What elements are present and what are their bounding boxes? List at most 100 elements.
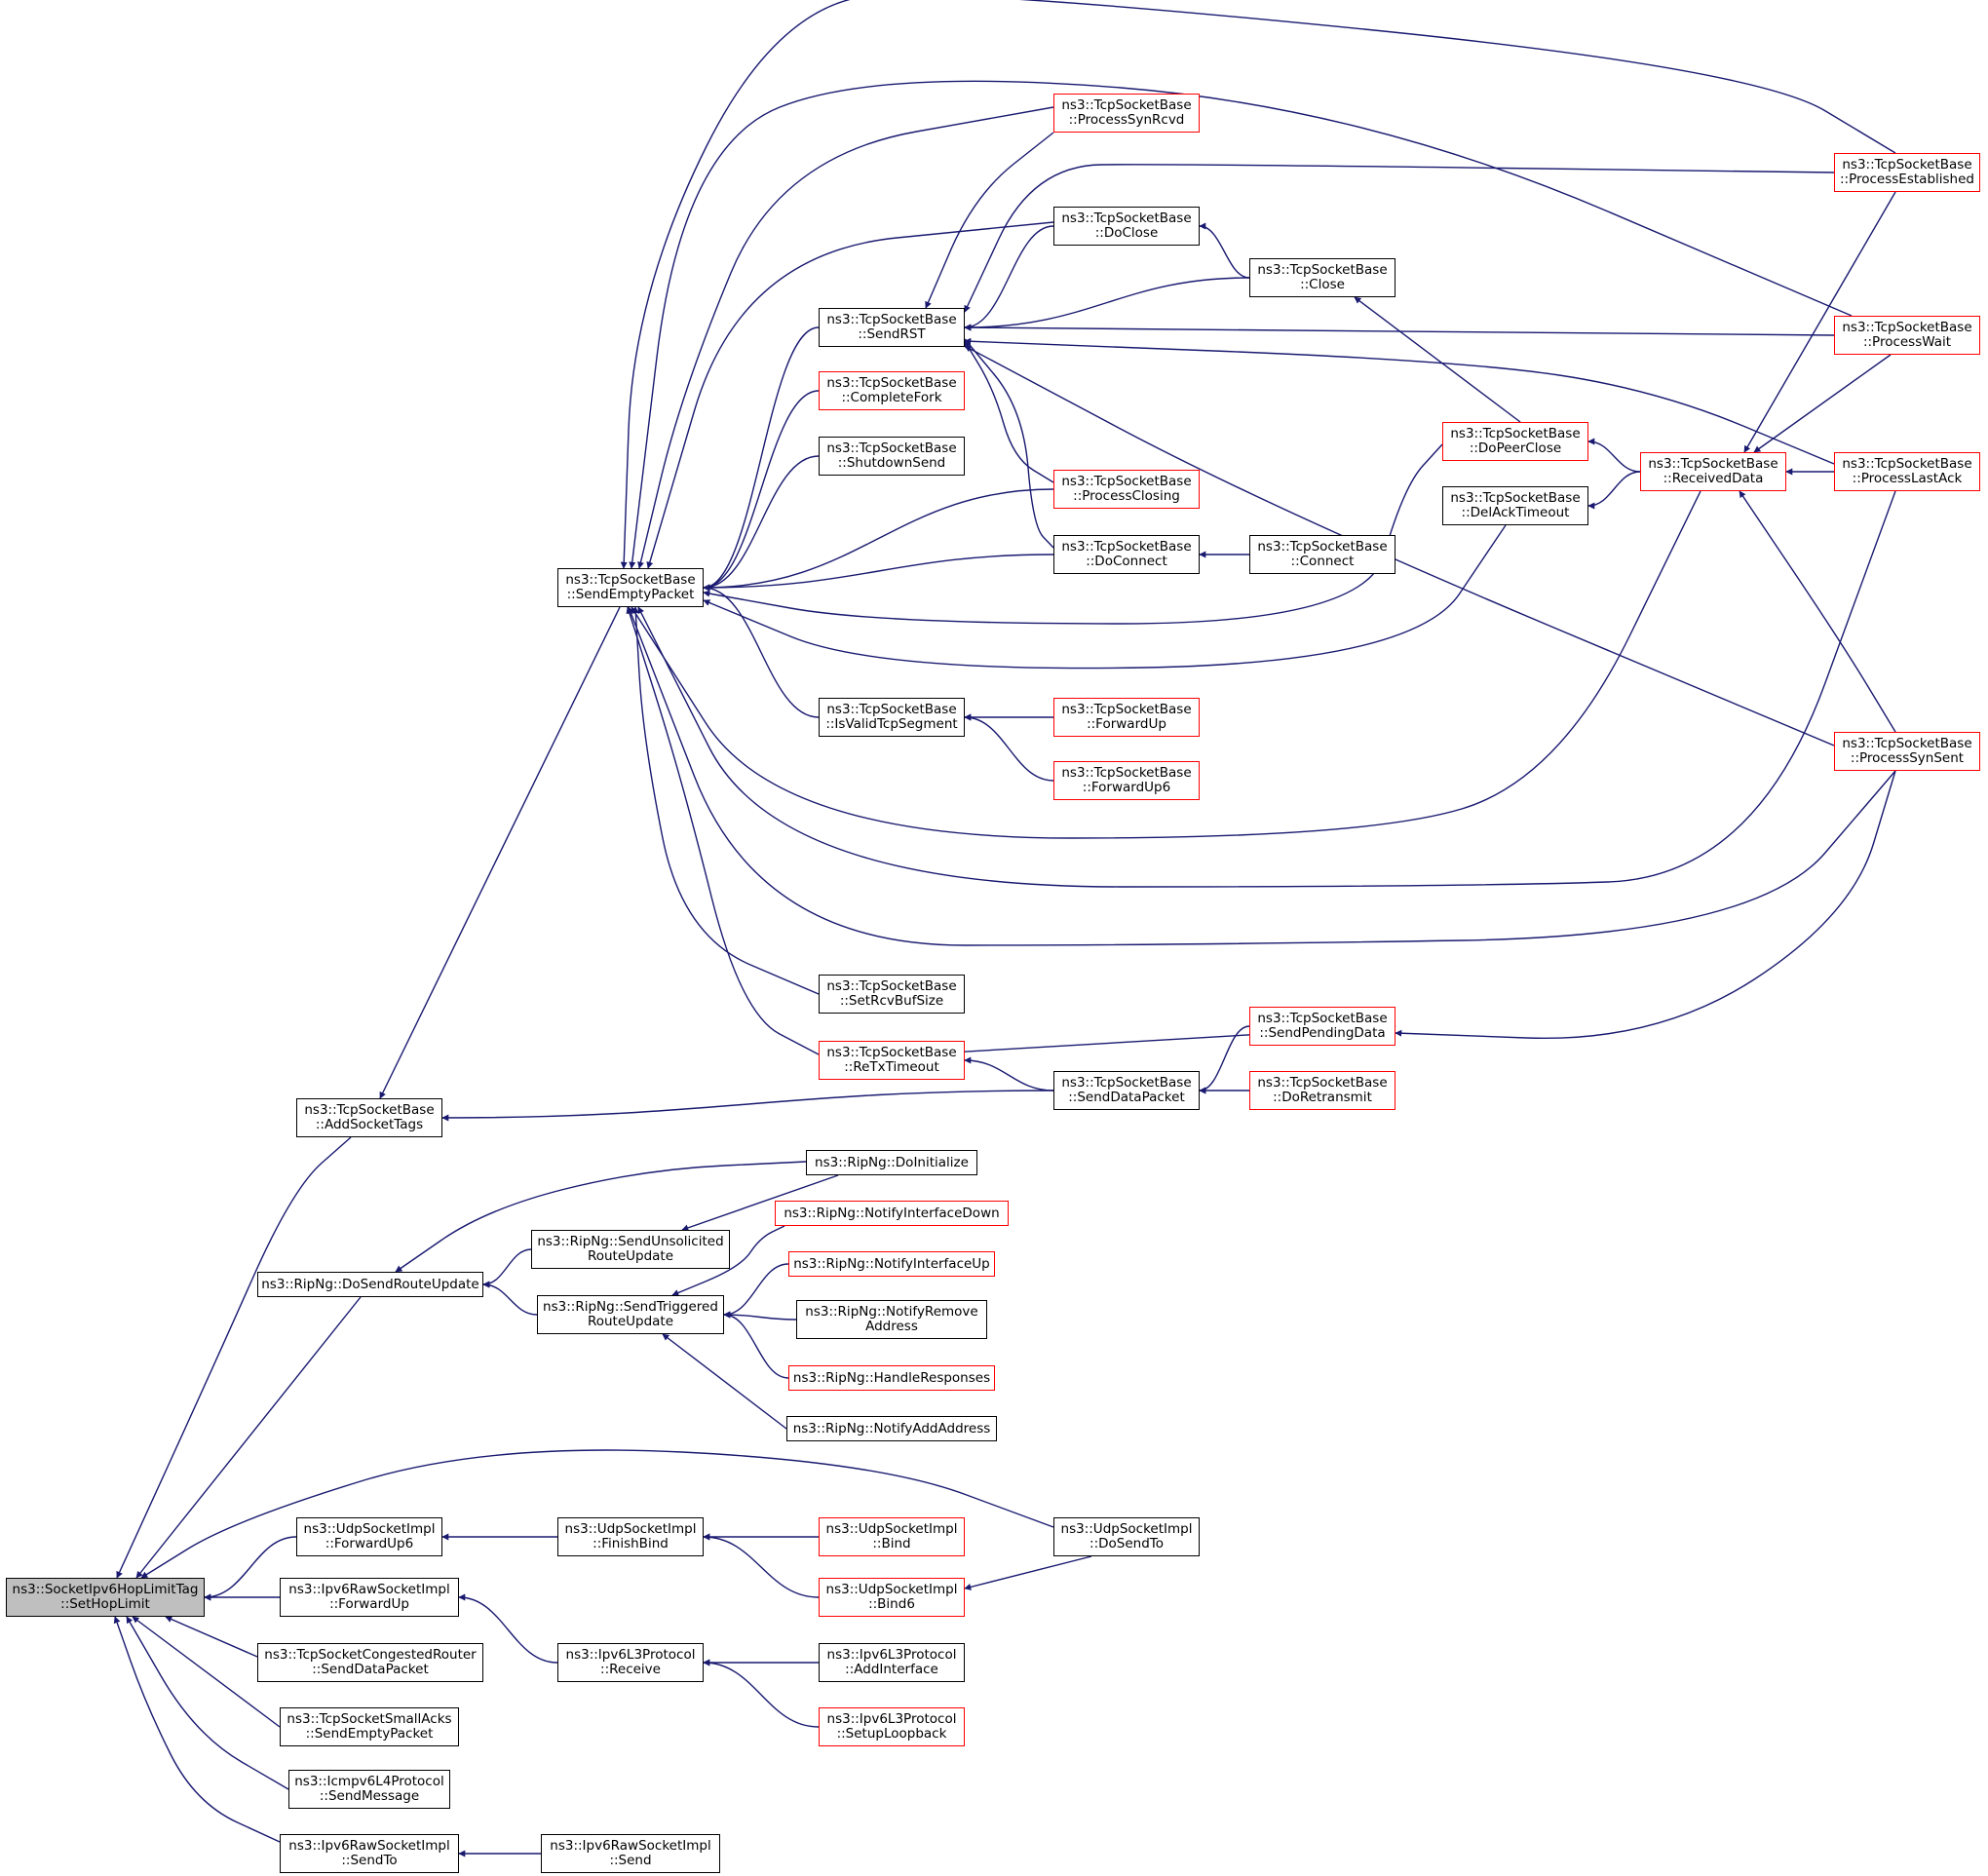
edge-rip-send-unsolicited-from-rip-do-initialize — [681, 1174, 839, 1232]
node-label-line2: ::Bind — [872, 1536, 911, 1551]
node-label-line2: ::ReceivedData — [1663, 471, 1764, 486]
node-rip-handle-responses[interactable]: ns3::RipNg::HandleResponses — [788, 1365, 995, 1391]
node-label-line2: ::SendPendingData — [1259, 1025, 1386, 1041]
node-do-retransmit[interactable]: ns3::TcpSocketBase::DoRetransmit — [1249, 1071, 1395, 1110]
node-label-line2: ::DoPeerClose — [1469, 440, 1562, 456]
node-complete-fork[interactable]: ns3::TcpSocketBase::CompleteFork — [819, 371, 965, 410]
node-label-line2: ::ProcessClosing — [1073, 488, 1180, 504]
node-label-line1: ns3::RipNg::DoSendRouteUpdate — [261, 1276, 479, 1292]
node-label-line2: ::AddInterface — [845, 1662, 938, 1677]
node-process-last-ack[interactable]: ns3::TcpSocketBase::ProcessLastAck — [1834, 452, 1980, 491]
node-del-ack-timeout[interactable]: ns3::TcpSocketBase::DelAckTimeout — [1442, 486, 1588, 525]
node-rip-notify-interface-up[interactable]: ns3::RipNg::NotifyInterfaceUp — [788, 1251, 995, 1277]
node-label-line1: ns3::TcpSocketBase — [1842, 320, 1972, 335]
node-label-line2: ::IsValidTcpSegment — [825, 716, 958, 732]
node-re-tx-timeout[interactable]: ns3::TcpSocketBase::ReTxTimeout — [819, 1041, 965, 1080]
node-label-line2: ::SetupLoopback — [836, 1726, 947, 1742]
node-label-line2: ::ForwardUp — [1087, 716, 1166, 732]
node-send-rst[interactable]: ns3::TcpSocketBase::SendRST — [819, 308, 965, 347]
node-ipv6-receive[interactable]: ns3::Ipv6L3Protocol::Receive — [557, 1643, 704, 1682]
node-send-data-packet[interactable]: ns3::TcpSocketBase::SendDataPacket — [1053, 1071, 1200, 1110]
edge-send-rst-from-process-syn-rcvd — [925, 132, 1054, 309]
node-small-acks-send-empty-packet[interactable]: ns3::TcpSocketSmallAcks::SendEmptyPacket — [280, 1707, 459, 1746]
edge-send-rst-from-do-connect — [964, 338, 1054, 549]
node-label-line2: ::DelAckTimeout — [1461, 505, 1570, 520]
node-label-line2: ::SetHopLimit — [60, 1596, 150, 1612]
node-forward-up6[interactable]: ns3::TcpSocketBase::ForwardUp6 — [1053, 761, 1200, 800]
node-forward-up[interactable]: ns3::TcpSocketBase::ForwardUp — [1053, 698, 1200, 737]
node-label-line2: ::SendMessage — [319, 1788, 420, 1804]
edge-send-empty-packet-from-set-rcv-buf-size — [631, 606, 820, 995]
node-raw-forward-up[interactable]: ns3::Ipv6RawSocketImpl::ForwardUp — [280, 1578, 459, 1617]
node-label-line1: ns3::TcpSocketBase — [1842, 157, 1972, 172]
node-raw-send-to[interactable]: ns3::Ipv6RawSocketImpl::SendTo — [280, 1834, 459, 1873]
node-rip-do-initialize[interactable]: ns3::RipNg::DoInitialize — [806, 1150, 977, 1175]
node-label-line1: ns3::TcpSocketBase — [565, 572, 696, 588]
node-label-line1: ns3::TcpSocketBase — [1061, 702, 1192, 717]
node-udp-bind6[interactable]: ns3::UdpSocketImpl::Bind6 — [819, 1578, 965, 1617]
node-set-rcv-buf-size[interactable]: ns3::TcpSocketBase::SetRcvBufSize — [819, 975, 965, 1014]
node-label-line1: ns3::TcpSocketBase — [826, 702, 957, 717]
node-rip-do-send-route-update[interactable]: ns3::RipNg::DoSendRouteUpdate — [257, 1272, 483, 1297]
node-label-line1: ns3::RipNg::NotifyInterfaceDown — [784, 1205, 1000, 1221]
node-send-pending-data[interactable]: ns3::TcpSocketBase::SendPendingData — [1249, 1007, 1395, 1046]
node-shutdown-send[interactable]: ns3::TcpSocketBase::ShutdownSend — [819, 437, 965, 476]
node-udp-forward-up6[interactable]: ns3::UdpSocketImpl::ForwardUp6 — [296, 1517, 442, 1556]
node-label-line2: ::DoClose — [1094, 225, 1159, 241]
edge-send-rst-from-process-established — [964, 164, 1835, 313]
node-udp-finish-bind[interactable]: ns3::UdpSocketImpl::FinishBind — [557, 1517, 704, 1556]
edge-do-peer-close-from-received-data — [1587, 438, 1641, 473]
edge-send-empty-packet-from-shutdown-send — [703, 455, 820, 592]
node-label-line1: ns3::Ipv6L3Protocol — [826, 1647, 957, 1663]
node-label-line2: ::ProcessSynRcvd — [1068, 112, 1185, 128]
edge-rip-send-triggered-from-rip-notify-interface-down — [671, 1225, 785, 1296]
node-process-syn-rcvd[interactable]: ns3::TcpSocketBase::ProcessSynRcvd — [1053, 94, 1200, 133]
edge-send-empty-packet-from-process-last-ack — [637, 490, 1896, 888]
node-do-close[interactable]: ns3::TcpSocketBase::DoClose — [1053, 207, 1200, 246]
node-add-socket-tags[interactable]: ns3::TcpSocketBase::AddSocketTags — [296, 1098, 442, 1137]
node-do-peer-close[interactable]: ns3::TcpSocketBase::DoPeerClose — [1442, 422, 1588, 461]
edge-is-valid-tcp-segment-from-forward-up6 — [964, 713, 1054, 782]
edge-do-close-from-close — [1199, 222, 1250, 279]
node-label-line1: ns3::TcpSocketBase — [1648, 456, 1778, 472]
node-label-line1: ns3::TcpSocketBase — [1061, 1075, 1192, 1091]
node-do-connect[interactable]: ns3::TcpSocketBase::DoConnect — [1053, 535, 1200, 574]
node-label-line1: ns3::TcpSocketSmallAcks — [287, 1711, 452, 1727]
node-label-line1: ns3::UdpSocketImpl — [1060, 1521, 1193, 1537]
node-connect[interactable]: ns3::TcpSocketBase::Connect — [1249, 535, 1395, 574]
node-label-line2: ::ForwardUp — [329, 1596, 409, 1612]
node-process-wait[interactable]: ns3::TcpSocketBase::ProcessWait — [1834, 316, 1980, 355]
node-label-line1: ns3::TcpSocketBase — [1061, 765, 1192, 781]
node-process-syn-sent[interactable]: ns3::TcpSocketBase::ProcessSynSent — [1834, 732, 1980, 771]
node-raw-send[interactable]: ns3::Ipv6RawSocketImpl::Send — [541, 1834, 720, 1873]
node-rip-notify-add-address[interactable]: ns3::RipNg::NotifyAddAddress — [786, 1416, 997, 1441]
node-congested-send-data-packet[interactable]: ns3::TcpSocketCongestedRouter::SendDataP… — [257, 1643, 483, 1682]
node-process-established[interactable]: ns3::TcpSocketBase::ProcessEstablished — [1834, 153, 1980, 192]
node-label-line1: ns3::RipNg::NotifyRemove — [805, 1304, 978, 1320]
node-process-closing[interactable]: ns3::TcpSocketBase::ProcessClosing — [1053, 470, 1200, 509]
node-ipv6-setup-loopback[interactable]: ns3::Ipv6L3Protocol::SetupLoopback — [819, 1707, 965, 1746]
node-ipv6-add-interface[interactable]: ns3::Ipv6L3Protocol::AddInterface — [819, 1643, 965, 1682]
node-label-line1: ns3::RipNg::HandleResponses — [792, 1369, 991, 1386]
node-label-line2: ::Send — [609, 1853, 652, 1868]
node-is-valid-tcp-segment[interactable]: ns3::TcpSocketBase::IsValidTcpSegment — [819, 698, 965, 737]
node-label-line1: ns3::TcpSocketBase — [826, 440, 957, 456]
node-close[interactable]: ns3::TcpSocketBase::Close — [1249, 258, 1395, 297]
edge-send-rst-from-do-close — [964, 225, 1054, 331]
node-rip-notify-interface-down[interactable]: ns3::RipNg::NotifyInterfaceDown — [775, 1201, 1009, 1226]
node-send-empty-packet[interactable]: ns3::TcpSocketBase::SendEmptyPacket — [557, 568, 704, 607]
edge-send-empty-packet-from-re-tx-timeout — [626, 606, 820, 1055]
node-label-line1: ns3::TcpSocketBase — [1061, 474, 1192, 489]
node-udp-bind[interactable]: ns3::UdpSocketImpl::Bind — [819, 1517, 965, 1556]
node-label-line2: ::DoConnect — [1086, 554, 1167, 569]
node-label-line2: ::ForwardUp6 — [325, 1536, 414, 1551]
node-received-data[interactable]: ns3::TcpSocketBase::ReceivedData — [1640, 452, 1786, 491]
node-udp-do-send-to[interactable]: ns3::UdpSocketImpl::DoSendTo — [1053, 1517, 1200, 1556]
node-label-line2: ::Receive — [600, 1662, 661, 1677]
edge-add-socket-tags-from-send-empty-packet — [379, 606, 621, 1099]
node-icmp-send-message[interactable]: ns3::Icmpv6L4Protocol::SendMessage — [288, 1770, 450, 1809]
